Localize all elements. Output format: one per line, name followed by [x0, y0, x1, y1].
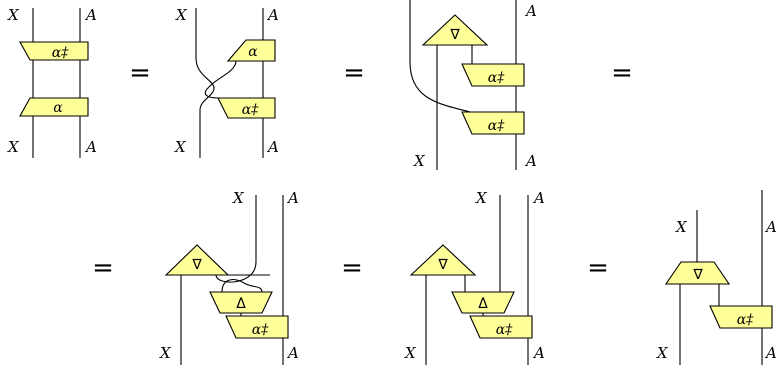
box-symbol-nabla: ∇ — [437, 257, 448, 273]
box-alpha-dagger — [709, 305, 773, 329]
equals-sign: = — [92, 253, 114, 283]
box-multiplication — [209, 291, 273, 314]
diagram-5: X A ∇ Δ α‡ X A — [404, 189, 545, 365]
box-alpha-dagger — [225, 315, 289, 339]
equals-sign: = — [611, 58, 633, 88]
box-symbol-nabla: ∇ — [692, 267, 703, 283]
box-label-alpha-dagger: α‡ — [52, 45, 69, 61]
box-label-alpha-dagger: α‡ — [488, 118, 505, 134]
box-label-alpha-dagger: α‡ — [496, 322, 513, 338]
equals-sign: = — [129, 58, 151, 88]
box-label-alpha-dagger: α‡ — [242, 102, 259, 118]
equals-sign: = — [343, 58, 365, 88]
box-alpha — [19, 97, 89, 117]
box-alpha-dagger — [461, 111, 525, 135]
diagram-6: X A ∇ α‡ X A — [656, 190, 777, 365]
equals-sign: = — [341, 253, 363, 283]
box-comultiplication — [164, 244, 230, 276]
wire-label-x: X — [174, 138, 187, 156]
box-alpha-dagger — [19, 41, 89, 61]
wire-label-x: X — [656, 344, 669, 362]
box-symbol-nabla: ∇ — [191, 257, 202, 273]
wire-x-internal — [204, 60, 237, 99]
wire-x-into-box — [409, 0, 471, 113]
wire-label-x: X — [232, 189, 245, 207]
wire-label-a: A — [524, 2, 537, 20]
wire-label-a: A — [764, 218, 777, 236]
diagram-4: X A ∇ Δ α‡ X A — [159, 189, 299, 365]
box-comultiplication — [664, 261, 731, 285]
box-alpha-dagger — [469, 315, 533, 339]
box-multiplication — [451, 291, 515, 314]
wire-internal-crossing — [221, 279, 263, 293]
wire-label-a: A — [286, 344, 299, 362]
wire-label-a: A — [524, 152, 537, 170]
diagram-3: ∇ α‡ α‡ A X A — [409, 0, 537, 170]
wire-label-a: A — [286, 189, 299, 207]
wire-label-x: X — [413, 152, 426, 170]
wire-label-a: A — [532, 189, 545, 207]
wire-label-a: A — [84, 6, 97, 24]
wire-label-x: X — [7, 6, 20, 24]
box-label-alpha: α — [53, 100, 63, 116]
box-symbol-delta: Δ — [236, 296, 246, 312]
wire-label-x: X — [404, 344, 417, 362]
wire-label-a: A — [532, 344, 545, 362]
box-comultiplication — [409, 244, 477, 276]
wire-label-a: A — [84, 138, 97, 156]
box-label-alpha-dagger: α‡ — [252, 322, 269, 338]
equals-sign: = — [587, 253, 609, 283]
box-alpha-dagger — [217, 97, 276, 119]
wire-label-x: X — [7, 138, 20, 156]
box-symbol-delta: Δ — [478, 296, 488, 312]
diagram-2: X A α α‡ X A — [174, 6, 279, 158]
box-comultiplication — [421, 14, 489, 46]
box-alpha — [226, 39, 276, 62]
wire-label-x: X — [475, 189, 488, 207]
diagram-1: X A α‡ α X A — [7, 6, 97, 158]
box-label-alpha: α — [248, 44, 258, 60]
box-alpha-dagger — [461, 63, 525, 87]
wire-x-crossing — [195, 8, 215, 158]
wire-label-a: A — [266, 6, 279, 24]
box-label-alpha-dagger: α‡ — [488, 70, 505, 86]
box-label-alpha-dagger: α‡ — [737, 312, 754, 328]
wire-label-x: X — [175, 6, 188, 24]
box-symbol-nabla: ∇ — [449, 27, 460, 43]
wire-label-a: A — [266, 138, 279, 156]
wire-label-a: A — [764, 344, 777, 362]
wire-label-x: X — [159, 344, 172, 362]
wire-label-x: X — [675, 218, 688, 236]
